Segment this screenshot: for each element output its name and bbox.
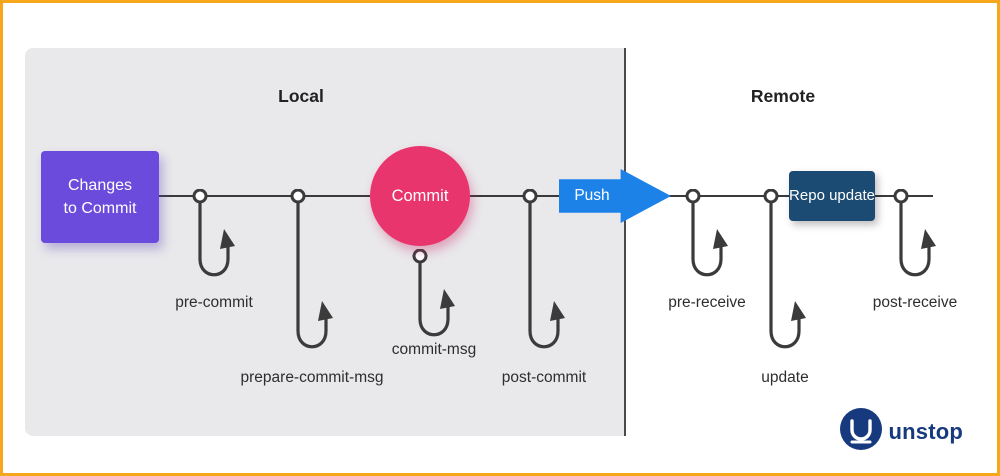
hook-label-post-receive: post-receive xyxy=(872,294,958,311)
hook-label-pre-receive: pre-receive xyxy=(668,294,746,311)
hook-post-commit-icon xyxy=(520,189,570,365)
changes-to-commit-box: Changes to Commit xyxy=(41,151,159,243)
hook-prepare-commit-msg-icon xyxy=(288,189,338,365)
hook-label-pre-commit: pre-commit xyxy=(175,294,253,311)
commit-circle: Commit xyxy=(370,146,470,246)
remote-section-title: Remote xyxy=(750,86,816,106)
repo-update-label: Repo update xyxy=(789,187,875,205)
repo-update-box: Repo update xyxy=(789,171,875,221)
hook-label-prepare-commit-msg: prepare-commit-msg xyxy=(240,369,384,386)
timeline xyxy=(158,195,933,197)
local-section-title: Local xyxy=(278,86,324,106)
hook-label-update: update xyxy=(761,369,809,386)
section-divider xyxy=(624,48,626,436)
hook-label-post-commit: post-commit xyxy=(501,369,587,386)
hook-commit-msg-icon xyxy=(410,249,460,353)
hook-pre-commit-icon xyxy=(190,189,240,293)
hook-post-receive-icon xyxy=(891,189,941,293)
push-label: Push xyxy=(574,187,610,204)
unstop-logo: unstop xyxy=(840,408,963,455)
hook-label-commit-msg: commit-msg xyxy=(391,341,477,358)
unstop-wordmark: unstop xyxy=(888,418,963,444)
commit-label: Commit xyxy=(391,186,449,205)
hook-update-icon xyxy=(761,189,811,365)
unstop-logo-icon xyxy=(840,408,883,455)
changes-to-commit-label: Changes to Commit xyxy=(63,176,137,217)
hook-pre-receive-icon xyxy=(683,189,733,293)
